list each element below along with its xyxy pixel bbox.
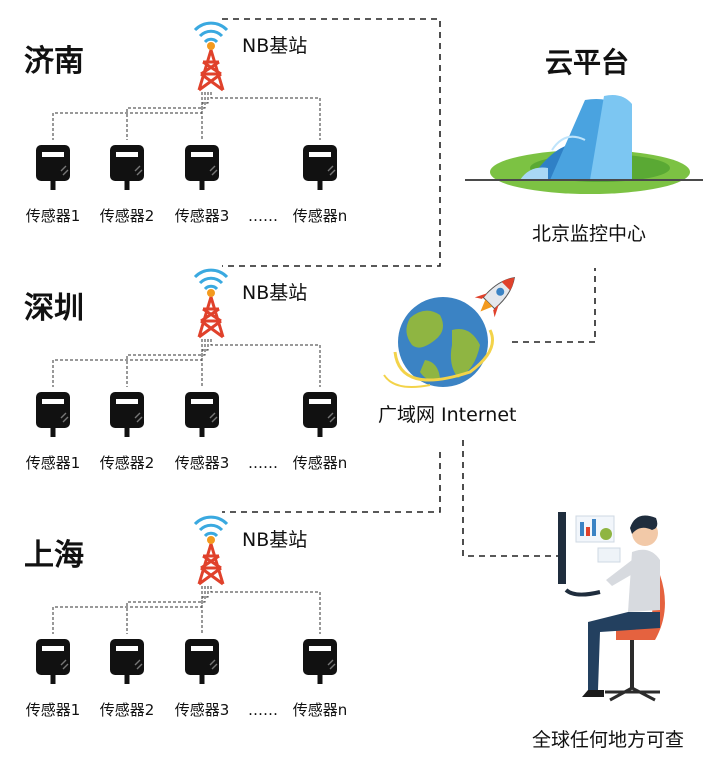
sensor-wire xyxy=(201,339,209,387)
sensor-label: 传感器2 xyxy=(100,701,155,719)
sensor-label: 传感器n xyxy=(293,207,348,225)
sensor-wire xyxy=(210,92,321,140)
sensor-device-icon xyxy=(184,144,220,191)
sensor-device-icon xyxy=(184,391,220,438)
sensor-label: 传感器1 xyxy=(26,207,81,225)
sensor-label: 传感器3 xyxy=(175,454,230,472)
sensor-device-icon xyxy=(109,638,145,685)
rocket-icon xyxy=(474,277,515,318)
sensor-ellipsis: …… xyxy=(248,454,278,472)
city-name: 上海 xyxy=(24,538,84,573)
link-internet-user xyxy=(462,440,560,557)
sensor-device-icon xyxy=(35,144,71,191)
sensor-label: 传感器n xyxy=(293,701,348,719)
sensor-device-icon xyxy=(109,144,145,191)
sensor-ellipsis: …… xyxy=(248,207,278,225)
sensor-device-icon xyxy=(302,391,338,438)
sensor-wire xyxy=(126,339,206,387)
link-internet-cloud xyxy=(512,268,596,343)
antenna-tower-icon xyxy=(193,21,229,92)
sensor-device-icon xyxy=(109,391,145,438)
access-anywhere-label: 全球任何地方可查 xyxy=(532,729,684,751)
link-shanghai-internet xyxy=(222,452,441,513)
sensor-label: 传感器1 xyxy=(26,701,81,719)
building-icon xyxy=(465,95,703,194)
link-jinan-internet xyxy=(222,18,441,267)
sensor-device-icon xyxy=(302,638,338,685)
antenna-tower-icon xyxy=(193,515,229,586)
internet-label: 广域网 Internet xyxy=(378,404,516,426)
sensor-label: 传感器3 xyxy=(175,701,230,719)
base-station-label: NB基站 xyxy=(242,282,307,304)
sensor-wire xyxy=(210,339,321,387)
sensor-wire xyxy=(126,586,206,634)
monitoring-center-label: 北京监控中心 xyxy=(532,223,646,245)
sensor-wire xyxy=(201,586,209,634)
sensor-wire xyxy=(126,92,206,140)
sensor-label: 传感器1 xyxy=(26,454,81,472)
sensor-device-icon xyxy=(302,144,338,191)
sensor-wire xyxy=(210,586,321,634)
sensor-device-icon xyxy=(184,638,220,685)
globe-icon xyxy=(383,297,494,388)
sensor-device-icon xyxy=(35,638,71,685)
person-at-computer-icon xyxy=(558,512,665,702)
sensor-wire xyxy=(201,92,209,140)
city-name: 济南 xyxy=(24,44,84,79)
sensor-label: 传感器2 xyxy=(100,207,155,225)
sensor-label: 传感器3 xyxy=(175,207,230,225)
antenna-tower-icon xyxy=(193,268,229,339)
base-station-label: NB基站 xyxy=(242,529,307,551)
sensor-label: 传感器2 xyxy=(100,454,155,472)
base-station-label: NB基站 xyxy=(242,35,307,57)
sensor-device-icon xyxy=(35,391,71,438)
city-name: 深圳 xyxy=(24,291,84,326)
sensor-ellipsis: …… xyxy=(248,701,278,719)
cloud-platform-title: 云平台 xyxy=(545,46,629,79)
sensor-label: 传感器n xyxy=(293,454,348,472)
